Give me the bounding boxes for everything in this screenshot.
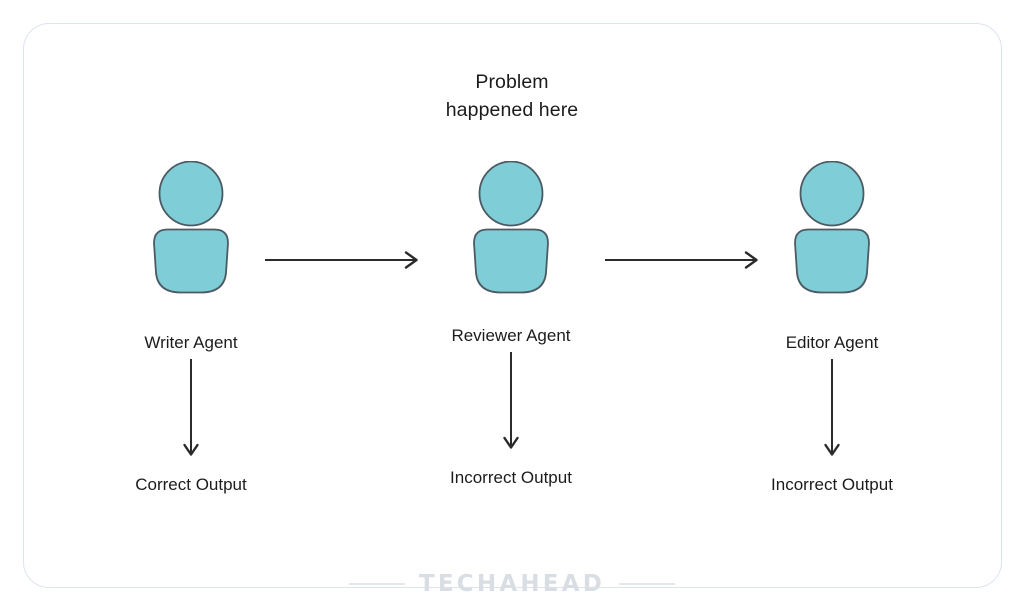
down-arrow-writer bbox=[178, 357, 204, 461]
watermark-rule-right bbox=[618, 583, 675, 585]
agent-label-reviewer: Reviewer Agent bbox=[451, 326, 571, 345]
down-arrow-reviewer bbox=[498, 350, 524, 454]
output-label-editor: Incorrect Output bbox=[771, 475, 893, 494]
right-arrow-writer-to-reviewer bbox=[263, 248, 423, 272]
agent-column-editor: Editor Agent Incorrect Output bbox=[702, 0, 962, 609]
output-label-writer: Correct Output bbox=[135, 475, 247, 494]
title-line-1: Problem bbox=[475, 71, 549, 93]
agent-label-writer: Writer Agent bbox=[144, 333, 238, 352]
output-label-reviewer: Incorrect Output bbox=[450, 468, 572, 487]
agent-column-writer: Writer Agent Correct Output bbox=[61, 0, 321, 609]
title-line-2: happened here bbox=[445, 99, 579, 121]
watermark-rule-left bbox=[349, 583, 405, 585]
person-icon bbox=[778, 161, 886, 295]
diagram-card bbox=[23, 23, 1002, 588]
diagram-title: Problem happened here bbox=[0, 68, 1024, 124]
agent-label-editor: Editor Agent bbox=[785, 333, 879, 352]
person-icon bbox=[137, 161, 245, 295]
down-arrow-editor bbox=[819, 357, 845, 461]
person-icon bbox=[457, 161, 565, 295]
watermark: TECHAHEAD bbox=[0, 570, 1024, 598]
watermark-text: TECHAHEAD bbox=[419, 571, 605, 597]
agent-column-reviewer: Reviewer Agent Incorrect Output bbox=[381, 0, 641, 609]
right-arrow-reviewer-to-editor bbox=[603, 248, 763, 272]
